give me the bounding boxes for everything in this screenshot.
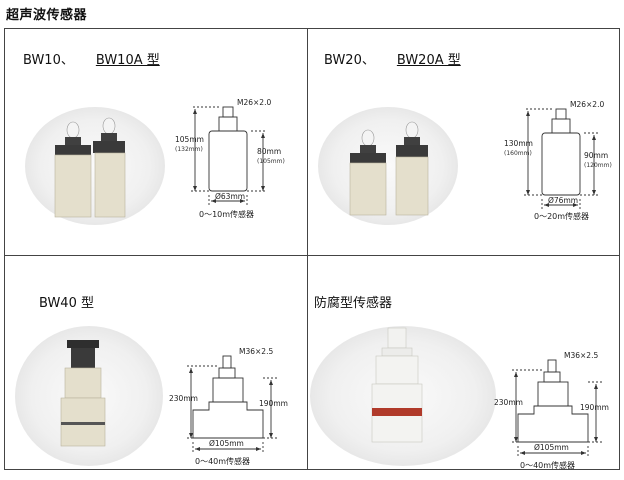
panel-title: BW40 型 (39, 292, 94, 311)
diameter-label: Ø105mm (209, 439, 244, 448)
height-outer-label: 130mm (504, 139, 533, 148)
thread-label: M36×2.5 (239, 347, 273, 356)
sensor-small-image (349, 129, 387, 216)
height-inner-label: 80mm (257, 147, 281, 156)
thread-label: M26×2.0 (570, 100, 604, 109)
model-name-a: BW40 型 (39, 296, 94, 311)
panel-bw40: BW40 型 (5, 256, 305, 480)
model-name-b: BW20A 型 (396, 53, 461, 68)
sensor-large-image (93, 117, 126, 218)
panel-bw10: BW10、 BW10A 型 (5, 29, 305, 253)
catalog-frame: BW10、 BW10A 型 (4, 28, 620, 470)
panel-anticorrosion: 防腐型传感器 (308, 256, 609, 480)
diameter-label: Ø105mm (534, 443, 569, 452)
model-name-a: 防腐型传感器 (314, 296, 393, 311)
model-name-a: BW10、 (23, 53, 74, 68)
panel-divider-horizontal (5, 255, 619, 256)
panel-title: BW20、 BW20A 型 (324, 49, 461, 68)
height-outer-label: 230mm (169, 394, 198, 403)
dimension-drawing: M36×2.5 230mm 190mm Ø105mm 0～40m传感器 (494, 351, 609, 470)
height-inner-label: 90mm (584, 151, 608, 160)
page-title: 超声波传感器 (6, 8, 88, 23)
dimension-drawing: M36×2.5 230mm 190mm Ø105mm 0～40m传感器 (169, 347, 288, 466)
sensor-small-image (54, 121, 92, 218)
sensor-anticorrosion-image (371, 327, 423, 443)
thread-label: M36×2.5 (564, 351, 598, 360)
height-outer-alt-label: (160mm) (504, 150, 532, 157)
dimension-drawing: M26×2.0 105mm (132mm) 80mm (105mm) Ø63mm… (175, 98, 285, 219)
panel-divider-vertical (307, 29, 308, 469)
range-caption: 0～20m传感器 (534, 211, 589, 221)
panel-bw20: BW20、 BW20A 型 (308, 29, 612, 253)
product-photo-frame (318, 107, 458, 225)
diameter-label: Ø63mm (215, 192, 245, 201)
panel-title: BW10、 BW10A 型 (23, 49, 160, 68)
range-caption: 0～10m传感器 (199, 209, 254, 219)
product-photo-sensors (54, 117, 126, 218)
diameter-label: Ø76mm (548, 196, 578, 205)
product-photo-sensors (371, 327, 423, 443)
height-outer-label: 230mm (494, 398, 523, 407)
sensor-large-image (395, 121, 429, 216)
height-inner-alt-label: (120mm) (584, 162, 612, 169)
height-outer-label: 105mm (175, 135, 204, 144)
height-inner-label: 190mm (259, 399, 288, 408)
height-inner-alt-label: (105mm) (257, 158, 285, 165)
range-caption: 0～40m传感器 (520, 460, 575, 470)
model-name-a: BW20、 (324, 53, 375, 68)
model-name-b: BW10A 型 (95, 53, 160, 68)
sensor-bw40-image (60, 340, 106, 447)
height-outer-alt-label: (132mm) (175, 146, 203, 153)
product-photo-sensors (60, 340, 106, 447)
dimension-drawing: M26×2.0 130mm (160mm) 90mm (120mm) Ø76mm… (504, 100, 612, 221)
panel-title: 防腐型传感器 (314, 292, 392, 311)
thread-label: M26×2.0 (237, 98, 271, 107)
height-inner-label: 190mm (580, 403, 609, 412)
product-photo-sensors (349, 121, 429, 216)
range-caption: 0～40m传感器 (195, 456, 250, 466)
